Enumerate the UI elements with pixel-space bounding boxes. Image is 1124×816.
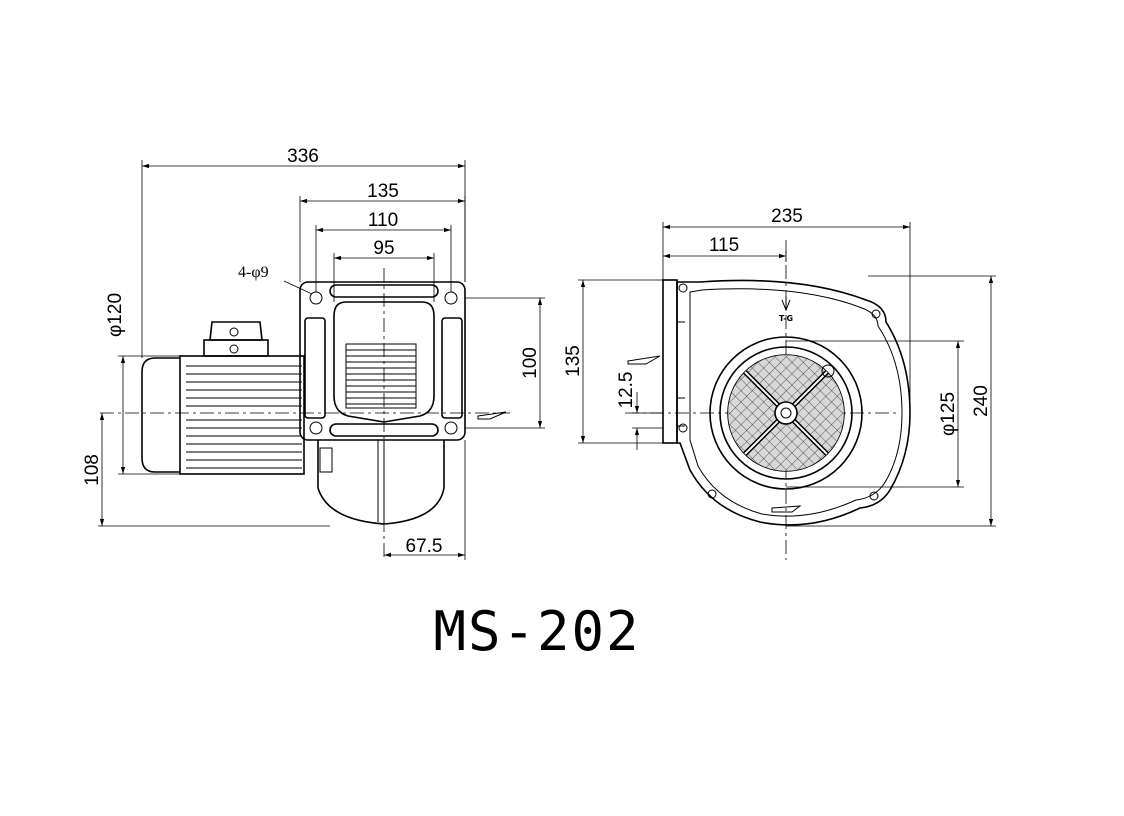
- dim-label-67-5: 67.5: [406, 536, 443, 557]
- dim-label-side-135: 135: [563, 345, 584, 377]
- grill-hub: [774, 401, 798, 425]
- motor-end-cap: [141, 357, 180, 473]
- outlet-opening: [333, 301, 435, 423]
- dim-motor-diameter: φ120: [105, 293, 180, 475]
- dim-label-phi120: φ120: [105, 293, 126, 337]
- side-flange: [662, 279, 678, 444]
- side-view: T-G 235 115 135: [563, 206, 996, 560]
- motor-cooling-fins: [186, 365, 302, 469]
- bottom-flow-arrow-icon: [771, 505, 802, 513]
- dim-label-240: 240: [971, 385, 992, 417]
- flange-bottom-slot: [329, 423, 439, 437]
- dim-height-to-axis: 108: [82, 413, 330, 527]
- front-view: 336 135 110 95 4-φ9: [82, 146, 545, 560]
- inlet-ring-outer: [709, 336, 863, 490]
- terminal-box: [203, 321, 269, 357]
- grill-screw: [821, 364, 835, 378]
- dim-side-flange-height: 135: [563, 279, 663, 444]
- cable-gland: [319, 447, 333, 473]
- dim-label-phi125: φ125: [938, 392, 959, 436]
- flange-top-slot: [329, 284, 439, 298]
- dim-label-12-5: 12.5: [616, 372, 637, 409]
- mounting-flange: [299, 281, 466, 441]
- dim-label-336: 336: [287, 146, 319, 167]
- dim-hole-spacing: 110: [315, 210, 452, 292]
- outlet-louver: [345, 343, 417, 409]
- flange-right-slot: [441, 317, 463, 419]
- hole-callout: 4-φ9: [238, 264, 313, 295]
- dim-flange-offset: 12.5: [616, 372, 663, 450]
- dim-flange-width: 135: [299, 181, 466, 282]
- dim-flange-height: 100: [465, 297, 545, 429]
- scroll-housing: [676, 279, 911, 526]
- rotation-marking: T-G: [779, 314, 793, 323]
- side-flow-arrow-icon: [627, 355, 661, 365]
- scroll-housing-inner: [689, 288, 903, 517]
- dim-label-235: 235: [771, 206, 803, 227]
- dim-label-135: 135: [367, 181, 399, 202]
- dim-inlet-diameter: φ125: [786, 340, 964, 488]
- dim-outlet-offset: 67.5: [384, 440, 466, 560]
- inlet-ring: [719, 346, 853, 480]
- dim-label-115: 115: [709, 235, 739, 256]
- dim-overall-width: 235: [662, 206, 911, 413]
- dim-half-width: 115: [663, 235, 787, 262]
- dim-overall-length: 336: [141, 146, 466, 358]
- dim-label-108: 108: [82, 454, 103, 486]
- hole-note: 4-φ9: [238, 264, 269, 281]
- mounting-holes: [309, 291, 458, 435]
- dim-outlet-width: 95: [333, 238, 435, 302]
- flow-arrow-icon: [477, 411, 507, 420]
- dim-overall-height: 240: [786, 275, 996, 527]
- fan-housing: [317, 440, 445, 525]
- model-title: MS-202: [433, 600, 640, 663]
- housing-screws: [678, 283, 881, 501]
- flange-left-slot: [304, 317, 326, 419]
- dim-label-95: 95: [373, 238, 394, 259]
- dim-label-110: 110: [368, 210, 398, 231]
- dim-label-100: 100: [520, 347, 541, 379]
